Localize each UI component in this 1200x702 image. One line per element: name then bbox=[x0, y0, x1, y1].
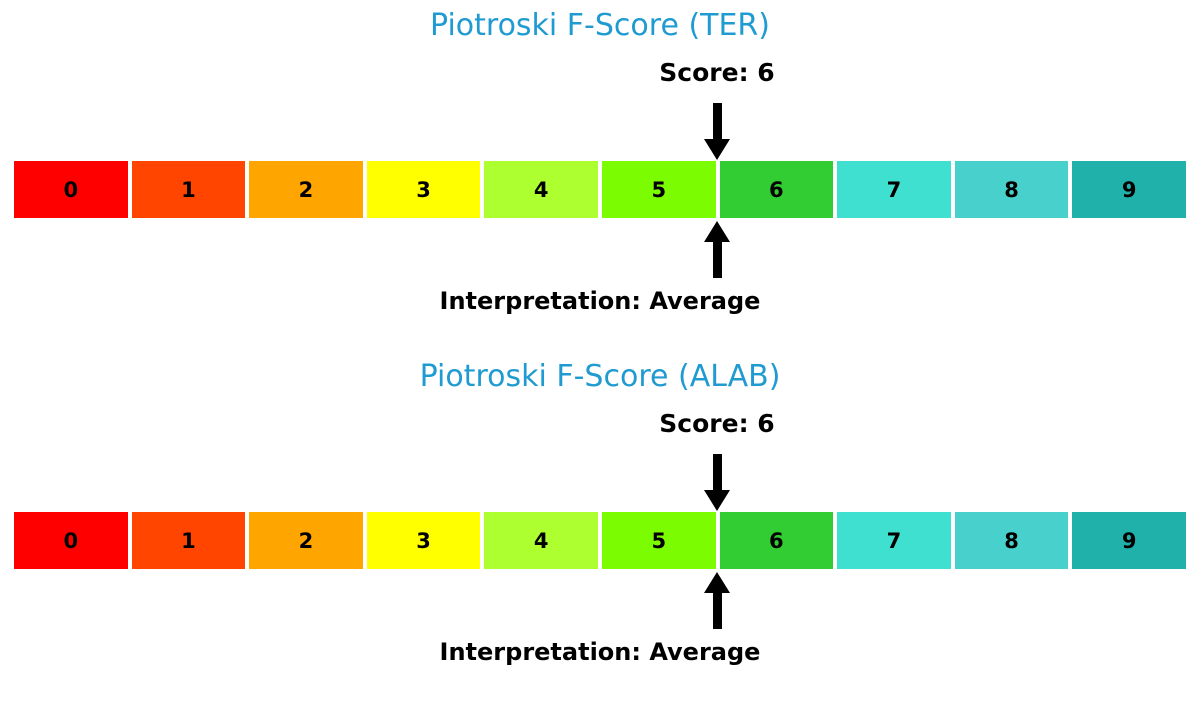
segment-label: 5 bbox=[651, 177, 667, 202]
segment-label: 0 bbox=[63, 528, 79, 553]
interpretation-label: Interpretation: Average bbox=[439, 638, 761, 666]
arrow-stem bbox=[712, 454, 722, 490]
scale-segment-6: 6 bbox=[719, 512, 834, 569]
chart-title: Piotroski F-Score (TER) bbox=[430, 8, 770, 43]
scale-segment-1: 1 bbox=[131, 161, 246, 218]
scale-segment-5: 5 bbox=[601, 512, 716, 569]
scale-segment-3: 3 bbox=[366, 161, 481, 218]
arrow-head bbox=[704, 490, 730, 511]
scale-segment-6: 6 bbox=[719, 161, 834, 218]
segment-label: 3 bbox=[416, 177, 431, 202]
score-arrow-down-icon bbox=[703, 454, 731, 511]
segment-label: 2 bbox=[298, 177, 314, 202]
scale-segment-1: 1 bbox=[131, 512, 246, 569]
arrow-stem bbox=[712, 103, 722, 139]
segment-label: 9 bbox=[1121, 528, 1137, 553]
scale-segment-8: 8 bbox=[954, 512, 1069, 569]
segment-label: 4 bbox=[533, 177, 549, 202]
score-scale-bar: 0 1 2 3 4 5 6 7 8 9 bbox=[14, 512, 1186, 569]
segment-label: 7 bbox=[886, 528, 902, 553]
scale-segment-0: 0 bbox=[14, 512, 128, 569]
segment-label: 1 bbox=[181, 528, 196, 553]
segment-label: 2 bbox=[298, 528, 314, 553]
chart-title: Piotroski F-Score (ALAB) bbox=[419, 359, 781, 394]
scale-segment-7: 7 bbox=[837, 512, 951, 569]
arrow-head bbox=[704, 221, 730, 242]
interpretation-arrow-up-icon bbox=[703, 572, 731, 629]
scale-segment-9: 9 bbox=[1072, 161, 1186, 218]
segment-label: 0 bbox=[63, 177, 79, 202]
scale-segment-9: 9 bbox=[1072, 512, 1186, 569]
chart-ter: Piotroski F-Score (TER) Score: 6 0 1 2 3… bbox=[14, 8, 1186, 315]
score-scale-bar: 0 1 2 3 4 5 6 7 8 9 bbox=[14, 161, 1186, 218]
segment-label: 8 bbox=[1004, 528, 1019, 553]
arrow-stem bbox=[712, 593, 722, 629]
score-label: Score: 6 bbox=[659, 409, 775, 438]
scale-segment-0: 0 bbox=[14, 161, 128, 218]
arrow-head bbox=[704, 139, 730, 160]
segment-label: 6 bbox=[769, 177, 784, 202]
segment-label: 4 bbox=[533, 528, 549, 553]
segment-label: 1 bbox=[181, 177, 196, 202]
score-arrow-down-icon bbox=[703, 103, 731, 160]
scale-segment-8: 8 bbox=[954, 161, 1069, 218]
chart-alab: Piotroski F-Score (ALAB) Score: 6 0 1 2 … bbox=[0, 351, 1200, 702]
arrow-head bbox=[704, 572, 730, 593]
scale-segment-4: 4 bbox=[484, 512, 598, 569]
scale-segment-4: 4 bbox=[484, 161, 598, 218]
segment-label: 8 bbox=[1004, 177, 1019, 202]
scale-segment-2: 2 bbox=[249, 512, 363, 569]
scale-segment-3: 3 bbox=[366, 512, 481, 569]
interpretation-label: Interpretation: Average bbox=[439, 287, 761, 315]
score-label: Score: 6 bbox=[659, 58, 775, 87]
arrow-stem bbox=[712, 242, 722, 278]
segment-label: 6 bbox=[769, 528, 784, 553]
scale-segment-7: 7 bbox=[837, 161, 951, 218]
scale-segment-5: 5 bbox=[601, 161, 716, 218]
segment-label: 9 bbox=[1121, 177, 1137, 202]
segment-label: 3 bbox=[416, 528, 431, 553]
segment-label: 5 bbox=[651, 528, 667, 553]
segment-label: 7 bbox=[886, 177, 902, 202]
scale-segment-2: 2 bbox=[249, 161, 363, 218]
interpretation-arrow-up-icon bbox=[703, 221, 731, 278]
